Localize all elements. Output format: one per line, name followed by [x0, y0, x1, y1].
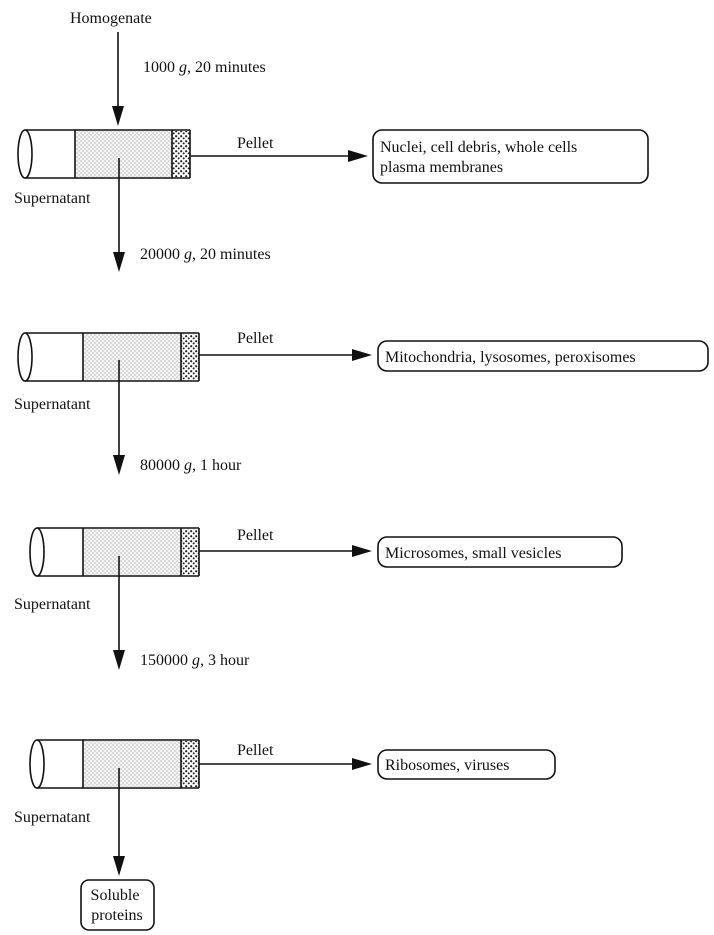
tube-supernatant-fill: [83, 741, 181, 787]
spin-condition-3: 80000 g, 1 hour: [140, 457, 242, 474]
centrifuge-tube-1: [18, 130, 190, 178]
tube-pellet: [181, 334, 199, 380]
supernatant-label-4: Supernatant: [14, 809, 91, 826]
pellet-arrow-1-head: [348, 150, 368, 162]
centrifuge-tube-2: [18, 333, 199, 381]
tube-supernatant-fill: [83, 334, 181, 380]
centrifuge-tube-4: [30, 740, 199, 788]
tube-supernatant-fill: [83, 529, 181, 575]
homogenate-label: Homogenate: [70, 10, 152, 27]
pellet-arrow-3-head: [352, 545, 372, 557]
pellet-label-3: Pellet: [237, 527, 274, 544]
fraction-label-2: Mitochondria, lysosomes, peroxisomes: [385, 349, 636, 366]
pellet-label-1: Pellet: [237, 135, 274, 152]
supernatant-arrow-1-head: [113, 252, 125, 272]
homogenate-arrow-head: [112, 106, 124, 126]
tube-supernatant-fill: [75, 131, 172, 177]
fraction-label-3: Microsomes, small vesicles: [385, 545, 561, 562]
tube-mouth: [18, 130, 32, 178]
spin-condition-4: 150000 g, 3 hour: [140, 652, 250, 669]
pellet-label-2: Pellet: [237, 330, 274, 347]
supernatant-arrow-4-head: [113, 856, 125, 876]
supernatant-label-2: Supernatant: [14, 396, 91, 413]
supernatant-arrow-2-head: [113, 455, 125, 475]
supernatant-label-3: Supernatant: [14, 596, 91, 613]
tube-pellet: [181, 741, 199, 787]
tube-pellet: [181, 529, 199, 575]
pellet-arrow-4-head: [352, 758, 372, 770]
supernatant-label-1: Supernatant: [14, 190, 91, 207]
spin-condition-2: 20000 g, 20 minutes: [140, 246, 271, 263]
spin-condition-1: 1000 g, 20 minutes: [143, 59, 266, 76]
supernatant-arrow-3-head: [113, 650, 125, 670]
fraction-label-4: Ribosomes, viruses: [385, 757, 509, 774]
pellet-arrow-2-head: [352, 349, 372, 361]
tube-pellet: [172, 131, 190, 177]
centrifuge-tube-3: [30, 528, 199, 576]
pellet-label-4: Pellet: [237, 742, 274, 759]
